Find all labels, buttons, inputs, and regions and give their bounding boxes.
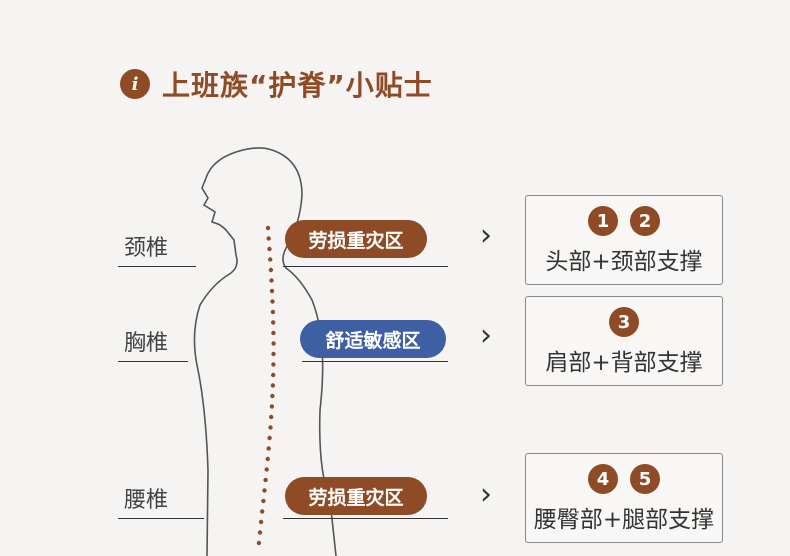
spine-dot	[270, 309, 276, 315]
spine-dot	[271, 351, 276, 357]
support-text: 腰臀部+腿部支撑	[533, 507, 715, 533]
number-badge: 4	[588, 464, 618, 494]
support-text: 头部+颈部支撑	[545, 249, 703, 275]
divider-line	[283, 518, 448, 519]
spine-label-lumbar: 腰椎	[124, 488, 169, 513]
spine-label-thoracic: 胸椎	[124, 331, 169, 356]
divider-line	[118, 266, 196, 267]
spine-dot	[268, 267, 274, 273]
spine-dot	[261, 498, 266, 504]
spine-dot	[260, 509, 265, 514]
spine-dot	[266, 446, 271, 451]
spine-dot	[267, 246, 272, 252]
spine-dot	[266, 236, 271, 241]
spine-dot	[269, 288, 275, 294]
body-outline	[193, 147, 337, 556]
spine-dot	[269, 414, 274, 420]
zone-pill-lumbar: 劳损重灾区	[285, 477, 427, 515]
page-title: 上班族“护脊”小贴士	[162, 69, 433, 102]
spine-dot	[268, 257, 273, 262]
zone-pill-thoracic: 舒适敏感区	[300, 320, 446, 358]
divider-line	[118, 361, 188, 362]
spine-dot	[270, 383, 276, 388]
support-text: 肩部+背部支撑	[545, 350, 703, 376]
spine-label-cervical: 颈椎	[124, 236, 169, 261]
number-badge: 5	[630, 464, 660, 494]
spine-dot	[268, 425, 273, 430]
number-badge: 2	[630, 206, 660, 236]
chevron-right-icon: ›	[480, 477, 492, 512]
badge-row: 4 5	[588, 464, 660, 494]
chevron-right-icon: ›	[480, 218, 492, 253]
support-box-shoulder-back: 3 肩部+背部支撑	[525, 296, 723, 386]
spine-dot	[271, 362, 276, 367]
spine-dot	[269, 278, 274, 283]
spine-dot	[269, 404, 275, 409]
spine-dot	[256, 540, 262, 546]
spine-dot	[262, 488, 267, 493]
support-box-head-neck: 1 2 头部+颈部支撑	[525, 195, 723, 285]
spine-dot	[270, 299, 275, 304]
chevron-right-icon: ›	[480, 318, 492, 353]
number-badge: 1	[588, 206, 618, 236]
number-badge: 3	[609, 307, 639, 337]
spine-dot	[257, 530, 263, 535]
spine-dot	[265, 225, 271, 231]
spine-dot	[271, 341, 276, 346]
spine-dot	[263, 477, 268, 483]
title-row: i 上班族“护脊”小贴士	[120, 64, 433, 104]
spine-dot	[271, 330, 276, 336]
spine-dot	[267, 435, 272, 441]
badge-row: 3	[609, 307, 639, 337]
spine-dot	[265, 456, 270, 462]
support-box-waist-legs: 4 5 腰臀部+腿部支撑	[525, 453, 723, 543]
spine-dot	[264, 467, 269, 472]
spine-dot	[271, 372, 276, 378]
info-icon: i	[120, 69, 150, 99]
badge-row: 1 2	[588, 206, 660, 236]
spine-dot	[258, 519, 264, 525]
spine-dot	[270, 393, 275, 399]
spine-dot	[271, 320, 276, 325]
spine-dots	[256, 225, 276, 546]
divider-line	[118, 518, 204, 519]
zone-pill-cervical: 劳损重灾区	[285, 220, 427, 258]
divider-line	[302, 361, 448, 362]
divider-line	[283, 266, 448, 267]
